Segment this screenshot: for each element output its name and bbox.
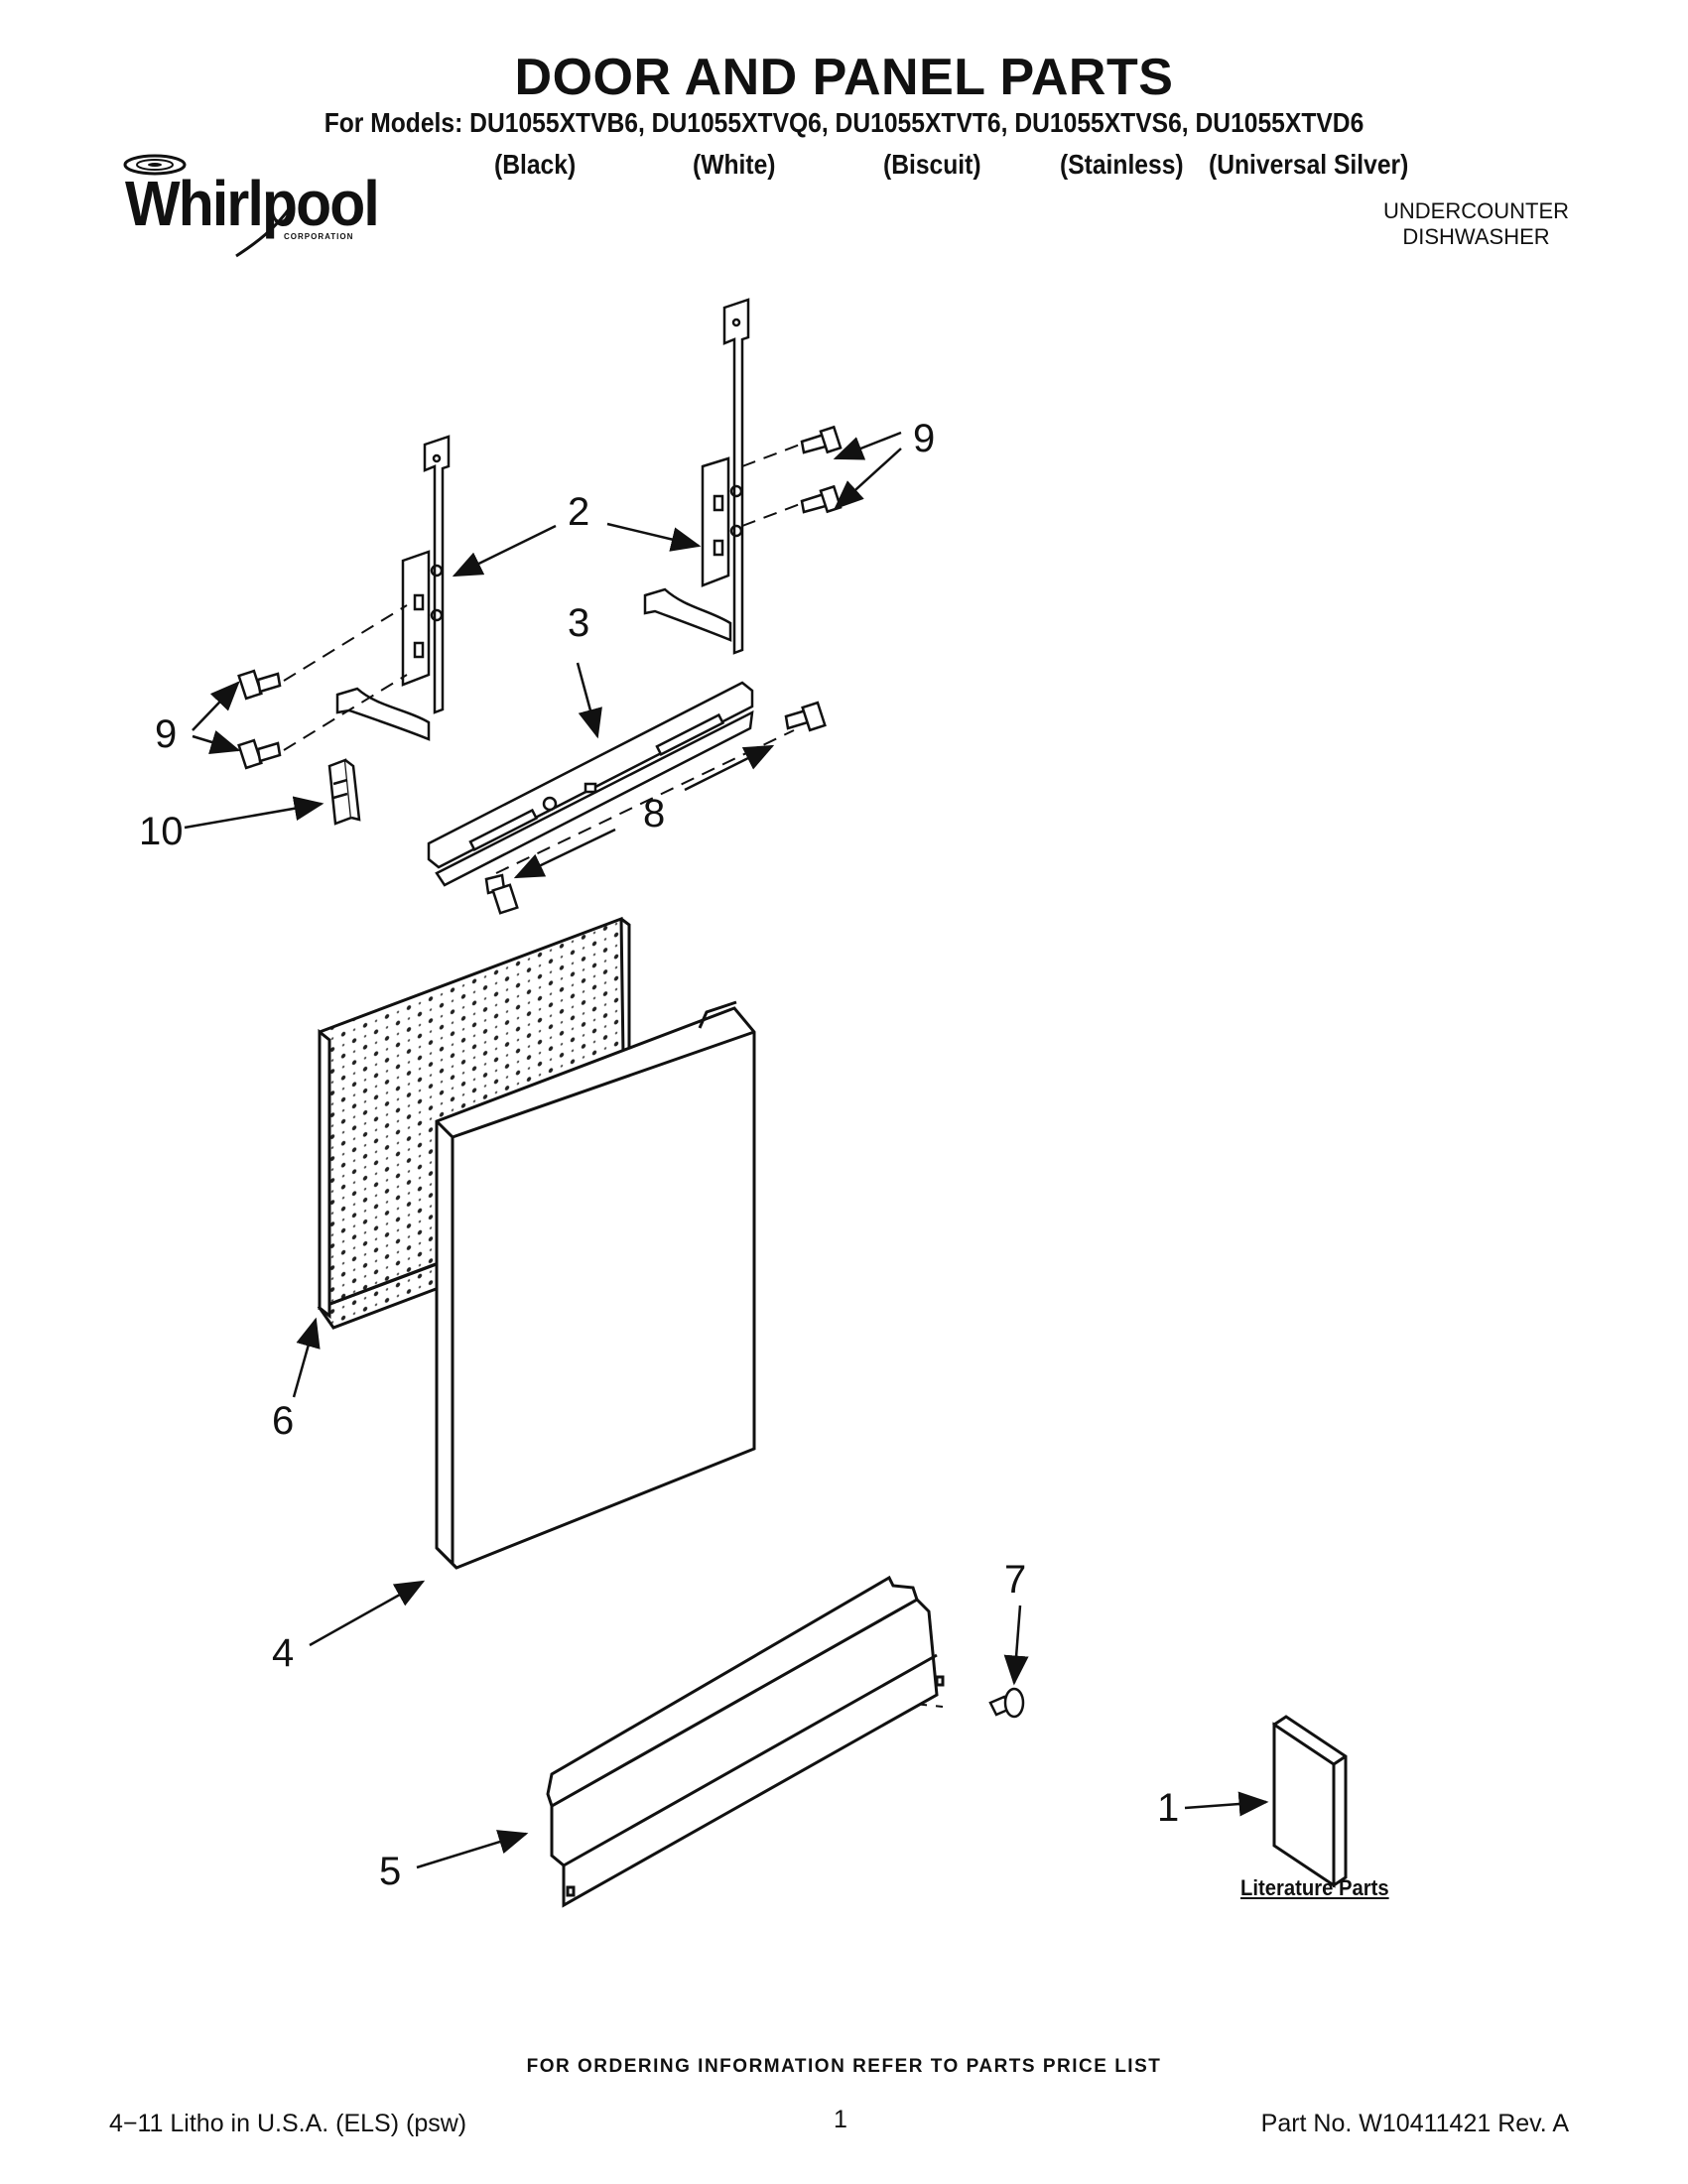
callout-1: 1: [1157, 1786, 1180, 1830]
product-type-line-2: DISHWASHER: [1402, 224, 1550, 249]
litho-info: 4−11 Litho in U.S.A. (ELS) (psw): [109, 2110, 467, 2137]
clip-10: [327, 758, 361, 826]
logo-wordmark: Whirlpool: [125, 168, 380, 239]
screw-8-left: [484, 873, 519, 915]
callout-6: 6: [272, 1399, 295, 1443]
callout-9-top: 9: [913, 417, 936, 460]
mounting-rail-3: [427, 681, 754, 887]
logo-corporation: CORPORATION: [284, 232, 354, 241]
models-line: For Models: DU1055XTVB6, DU1055XTVQ6, DU…: [324, 107, 1364, 138]
product-type-line-1: UNDERCOUNTER: [1383, 198, 1569, 223]
screw-9-top-a: [800, 425, 843, 454]
toe-panel-5: [546, 1575, 945, 1908]
door-bracket-left: [335, 435, 451, 741]
product-type: UNDERCOUNTER DISHWASHER: [1383, 198, 1569, 250]
callout-9-left: 9: [155, 712, 178, 756]
screw-9-left-b: [237, 738, 282, 770]
color-biscuit: (Biscuit): [883, 149, 981, 180]
page-number: 1: [834, 2106, 847, 2133]
color-universal-silver: (Universal Silver): [1209, 149, 1409, 180]
screw-9-top-b: [800, 484, 843, 514]
literature-booklet-1: [1272, 1715, 1348, 1888]
screw-7: [988, 1687, 1025, 1719]
screw-9-left-a: [237, 669, 282, 701]
callout-4: 4: [272, 1631, 295, 1675]
page-title: DOOR AND PANEL PARTS: [514, 49, 1174, 106]
callout-7: 7: [1004, 1558, 1027, 1602]
callout-10: 10: [139, 810, 184, 853]
whirlpool-logo: Whirlpool CORPORATION: [117, 149, 380, 258]
callout-8: 8: [643, 792, 666, 835]
ordering-info: FOR ORDERING INFORMATION REFER TO PARTS …: [526, 2056, 1162, 2077]
callout-2: 2: [568, 490, 590, 534]
door-panel-4: [435, 1000, 756, 1570]
callout-5: 5: [379, 1850, 402, 1893]
door-bracket-right: [643, 298, 750, 655]
literature-parts-label: Literature Parts: [1240, 1875, 1389, 1900]
color-white: (White): [693, 149, 776, 180]
callout-arrows: [184, 431, 1269, 1869]
logo-swirl-icon: [123, 154, 293, 258]
callout-3: 3: [568, 601, 590, 645]
screw-8-right: [784, 701, 827, 732]
color-black: (Black): [494, 149, 577, 180]
part-number: Part No. W10411421 Rev. A: [1260, 2110, 1569, 2137]
color-stainless: (Stainless): [1060, 149, 1184, 180]
